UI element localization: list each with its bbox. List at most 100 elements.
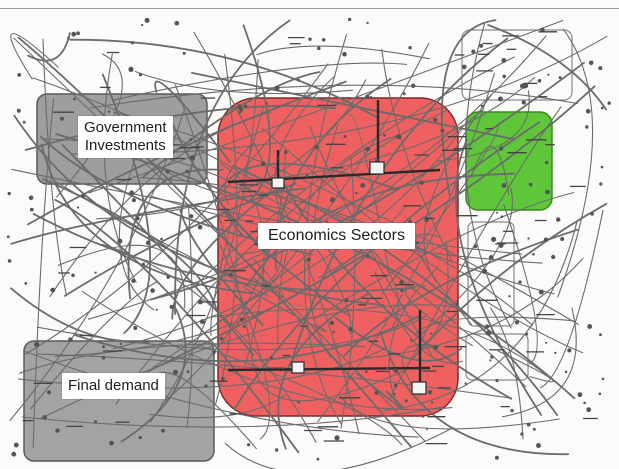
flow-link	[470, 145, 510, 196]
variable-node	[133, 326, 138, 330]
variable-node	[101, 356, 106, 360]
variable-node	[182, 51, 186, 55]
flow-link	[134, 70, 354, 95]
flow-link	[338, 393, 560, 430]
variable-node	[479, 43, 484, 48]
variable-node	[59, 116, 64, 121]
flow-link	[42, 38, 67, 295]
flow-link	[81, 290, 453, 410]
flow-link	[501, 307, 577, 418]
economics-sectors-label: Economics Sectors	[258, 223, 415, 249]
flow-link	[174, 19, 291, 315]
variable-node	[588, 60, 594, 66]
variable-node	[481, 268, 488, 274]
flow-link	[343, 228, 579, 357]
variable-node	[277, 157, 280, 160]
variable-node	[160, 237, 163, 241]
flow-pipes	[227, 100, 441, 390]
flow-link	[440, 19, 497, 196]
variable-node	[495, 378, 499, 383]
variable-node	[260, 161, 266, 166]
flow-link	[32, 77, 527, 388]
flow-link	[415, 233, 473, 326]
variable-node	[314, 144, 319, 149]
variable-node	[433, 345, 439, 350]
variable-node	[514, 320, 520, 325]
variable-node	[22, 120, 26, 124]
variable-node	[543, 237, 549, 243]
variable-node	[109, 440, 114, 446]
variable-node	[24, 282, 28, 285]
variable-node	[7, 191, 11, 196]
variable-node	[600, 106, 604, 110]
flow-link	[423, 93, 493, 284]
flow-link	[277, 134, 400, 345]
flow-link	[410, 187, 513, 344]
variable-node	[6, 235, 10, 239]
variable-node	[242, 325, 246, 328]
variable-node	[11, 451, 17, 457]
variable-node	[107, 110, 111, 113]
variable-node	[400, 288, 404, 293]
variable-node	[508, 295, 511, 298]
flow-link	[36, 316, 426, 351]
variable-node	[590, 212, 594, 216]
flow-link	[487, 24, 607, 111]
flow-link	[277, 293, 369, 450]
variable-node	[585, 125, 589, 129]
external-green-region	[465, 111, 553, 211]
government-investments-label: Government Investments	[78, 116, 173, 158]
variable-node	[586, 407, 592, 413]
variable-node	[601, 377, 605, 381]
variable-node	[67, 36, 70, 40]
variable-node	[55, 428, 60, 433]
variable-node	[173, 369, 178, 375]
flow-link	[88, 20, 564, 194]
final-demand-label: Final demand	[62, 373, 165, 399]
variable-node	[343, 135, 347, 138]
variable-node	[189, 138, 193, 142]
variable-node	[131, 198, 136, 203]
variable-node	[433, 117, 438, 122]
variable-node	[117, 238, 123, 244]
flow-link	[503, 204, 538, 365]
flow-link	[19, 342, 366, 374]
variable-node	[375, 158, 379, 162]
variable-node	[365, 370, 368, 373]
flow-link	[127, 168, 224, 300]
flow-link	[388, 266, 439, 410]
variable-node	[520, 432, 524, 436]
flow-link	[17, 36, 412, 448]
variable-node	[366, 21, 369, 25]
variable-node	[540, 27, 545, 33]
variable-node	[283, 150, 288, 154]
variable-node	[425, 428, 428, 431]
top-rule	[0, 8, 619, 9]
flow-link	[253, 363, 407, 402]
flow-link	[152, 109, 483, 368]
variable-node	[73, 97, 76, 101]
variable-node	[527, 237, 530, 240]
flow-link	[405, 285, 473, 347]
variable-node	[189, 214, 194, 219]
variable-node	[219, 336, 224, 341]
variable-node	[402, 92, 406, 96]
flow-link	[49, 111, 272, 297]
variable-node	[130, 41, 134, 45]
flow-link	[24, 350, 420, 438]
flow-link	[73, 314, 421, 363]
variable-node	[247, 443, 251, 447]
variable-node	[76, 31, 80, 36]
variable-node	[228, 273, 233, 277]
variable-node	[526, 422, 531, 427]
flow-link	[193, 56, 515, 288]
flow-link	[24, 104, 336, 151]
variable-node	[7, 259, 12, 263]
variable-node	[408, 219, 412, 224]
variable-node	[169, 304, 174, 309]
variable-node	[329, 320, 335, 326]
variable-node	[347, 17, 352, 22]
variable-node	[135, 216, 140, 221]
variable-node	[204, 384, 208, 388]
